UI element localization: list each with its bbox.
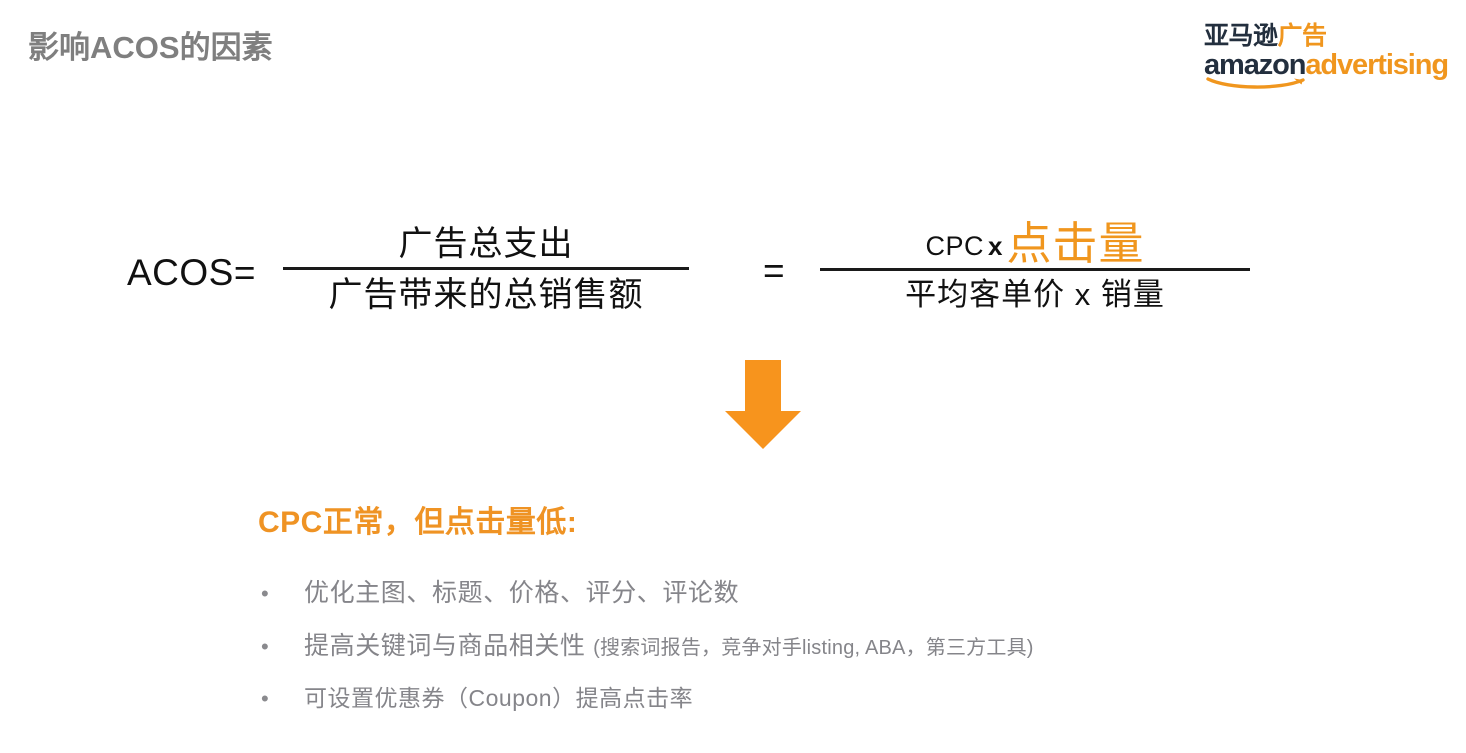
bullet-list: • 优化主图、标题、价格、评分、评论数 • 提高关键词与商品相关性 (搜索词报告…	[258, 573, 1418, 732]
logo-chinese-advertising: 广告	[1277, 22, 1328, 50]
left-fraction-denominator: 广告带来的总销售额	[328, 276, 644, 314]
amazon-advertising-logo: 亚马逊 广告 amazon advertising	[1204, 22, 1449, 89]
list-item-text: 提高关键词与商品相关性 (搜索词报告，竞争对手listing, ABA，第三方工…	[304, 626, 1034, 662]
logo-english-amazon: amazon	[1204, 49, 1306, 81]
logo-english-row: amazon advertising	[1204, 49, 1449, 89]
logo-english-advertising: advertising	[1305, 49, 1449, 81]
list-item: • 提高关键词与商品相关性 (搜索词报告，竞争对手listing, ABA，第三…	[258, 626, 1418, 679]
bullet-marker-icon: •	[261, 581, 269, 606]
list-item-text: 可设置优惠券（Coupon）提高点击率	[304, 679, 693, 713]
list-item-main: 提高关键词与商品相关性	[304, 632, 594, 660]
logo-chinese-amazon: 亚马逊	[1204, 22, 1278, 50]
list-item-main: 优化主图、标题、价格、评分、评论数	[304, 579, 740, 607]
page-title: 影响ACOS的因素	[28, 30, 273, 65]
bullet-marker-icon: •	[261, 634, 269, 659]
list-item: • 优化主图、标题、价格、评分、评论数	[258, 573, 1418, 626]
left-fraction-bar	[283, 267, 689, 270]
down-arrow-icon	[725, 360, 801, 449]
left-fraction: 广告总支出 广告带来的总销售额	[283, 227, 689, 312]
equals-sign: =	[763, 250, 785, 291]
amazon-smile-arrow-icon	[1206, 77, 1305, 89]
right-fraction-bar	[820, 268, 1250, 271]
acos-label: ACOS=	[127, 252, 256, 293]
logo-chinese-row: 亚马逊 广告	[1204, 22, 1440, 49]
multiply-sign: x	[988, 231, 1003, 261]
left-fraction-numerator: 广告总支出	[398, 225, 574, 263]
right-fraction-denominator: 平均客单价 x 销量	[905, 277, 1165, 312]
conclusion-heading: CPC正常，但点击量低:	[258, 506, 578, 539]
list-item-note: (搜索词报告，竞争对手listing, ABA，第三方工具)	[593, 637, 1034, 659]
clicks-term: 点击量	[1006, 218, 1145, 269]
list-item-text: 优化主图、标题、价格、评分、评论数	[304, 573, 739, 609]
list-item: • 可设置优惠券（Coupon）提高点击率	[258, 679, 1418, 732]
cpc-term: CPC	[925, 231, 985, 261]
bullet-marker-icon: •	[261, 686, 269, 711]
list-item-main: 可设置优惠券（Coupon）提高点击率	[304, 685, 694, 711]
